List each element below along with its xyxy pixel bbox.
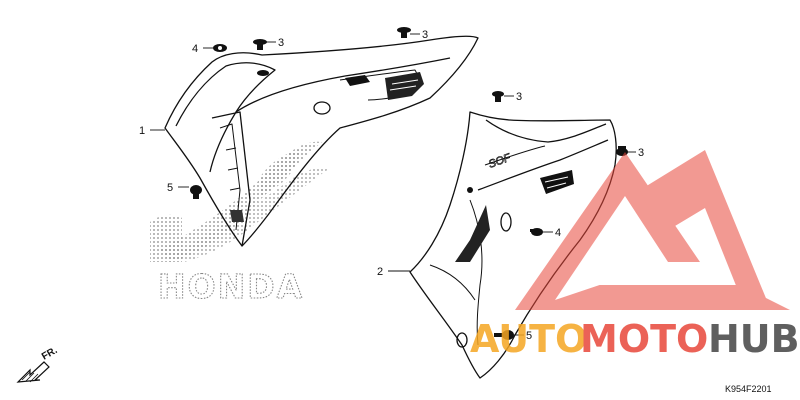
callout-3c: 3: [516, 91, 522, 103]
watermark-auto: AUTO: [470, 317, 587, 361]
fastener-5b-icon: [494, 330, 514, 340]
callout-5b: 5: [526, 330, 532, 342]
callout-3b: 3: [422, 29, 428, 41]
fastener-3a-icon: [253, 39, 267, 50]
fastener-4a-icon: [213, 44, 227, 52]
watermark-hub: HUB: [708, 317, 800, 361]
fastener-3c-icon: [492, 91, 504, 102]
honda-wing-logo-icon: [150, 141, 330, 262]
svg-text:SOF: SOF: [487, 151, 514, 170]
front-direction-arrow-icon: [16, 361, 50, 383]
front-direction-label: FR.: [40, 345, 60, 363]
callout-1: 1: [139, 125, 145, 137]
watermark-moto: MOTO: [580, 317, 708, 361]
callout-4a: 4: [192, 43, 198, 55]
watermark-text: AUTO MOTO HUB: [470, 317, 800, 361]
fastener-3b-icon: [397, 27, 411, 38]
callout-4b: 4: [555, 227, 561, 239]
leader-lines: [150, 33, 636, 336]
part-1-left-shroud: [164, 35, 479, 247]
callout-2: 2: [377, 266, 383, 278]
callout-3a: 3: [278, 37, 284, 49]
fastener-4b-icon: [530, 228, 543, 236]
honda-logo-word: HONDA: [158, 267, 304, 306]
watermark-triangle-logo-icon: [515, 150, 790, 310]
diagram-code: K954F2201: [725, 384, 772, 394]
callout-3d: 3: [638, 147, 644, 159]
callout-5a: 5: [167, 182, 173, 194]
fastener-5a-icon: [190, 185, 202, 199]
